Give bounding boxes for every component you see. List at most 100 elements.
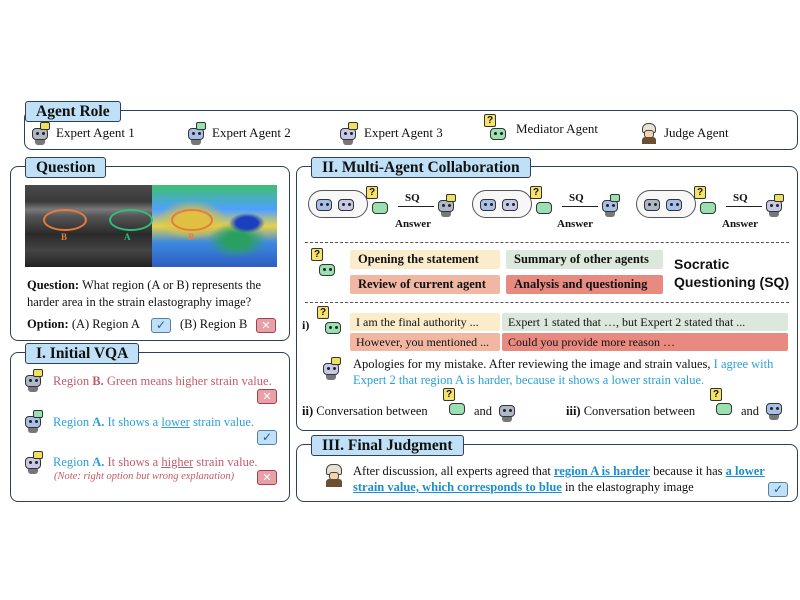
answer-keyword: higher [161,455,194,469]
option-label: Option: [27,317,69,331]
apology-text: Apologies for my mistake. After reviewin… [353,357,711,371]
expert-apology: Apologies for my mistake. After reviewin… [353,356,789,388]
conv-more-reason: Could you provide more reason … [502,333,788,351]
role-expert-2: Expert Agent 2 [186,122,291,145]
mediator-agent-icon: ? [710,388,738,422]
sq-title-line1: Socratic [674,256,730,272]
answer-keyword: lower [161,415,190,429]
answer-rest: strain value. [193,455,258,469]
judge-agent-icon [638,122,660,144]
expert-agent-2-icon [764,397,786,420]
role-label: Expert Agent 2 [212,125,291,140]
sq-review-current-agent: Review of current agent [350,275,500,294]
sq-title: Socratic Questioning (SQ) [674,255,789,291]
final-text-1: After discussion, all experts agreed tha… [353,464,554,478]
strain-elastography-map [152,185,277,267]
collaboration-title: II. Multi-Agent Collaboration [311,157,531,178]
final-text-2: because it has [649,464,726,478]
role-label: Mediator Agent [516,121,598,136]
answer-prefix: Region [53,415,93,429]
iii-and: and [741,404,760,418]
answer-region: A. [92,455,105,469]
vqa-answer-3: Region A. It shows a higher strain value… [53,455,258,470]
expert-agent-1-icon [478,193,500,215]
final-text-3: in the elastography image [561,480,694,494]
sq-opening-statement: Opening the statement [350,250,500,269]
sq-label: SQ [569,192,584,204]
final-highlight-1: region A is harder [553,464,650,478]
sq-label: SQ [405,192,420,204]
option-a-check-icon: ✓ [151,318,171,333]
expert-agent-2-icon [600,194,622,217]
answer-rest: Green means higher strain value. [103,374,272,388]
region-b-label-map: B [188,232,195,242]
agreement-text: I agree with Expert 2 that region A is h… [353,357,774,387]
answer-label: Answer [722,218,759,230]
iii-line: iii) Conversation between [566,404,695,419]
expert-agent-3-icon [338,122,360,145]
conv-expert-comparison: Expert 1 stated that …, but Expert 2 sta… [502,313,788,331]
role-label: Expert Agent 1 [56,125,135,140]
expert-agent-1-icon [314,193,336,215]
question-label: Question: [27,278,80,292]
expert-agent-2-icon [23,410,47,434]
elastography-image: B A B [25,185,277,267]
sq-analysis-questioning: Analysis and questioning [506,275,663,294]
answer-mid: It shows a [104,455,162,469]
mediator-agent-icon: ? [366,186,394,222]
expert-agent-3-icon [764,194,786,217]
role-expert-1: Expert Agent 1 [30,122,135,145]
mediator-agent-icon: ? [694,186,722,222]
divider [305,302,789,303]
iii-label: iii) [566,404,581,418]
option-b-cross-icon: ✕ [256,318,276,333]
answer-region: B. [92,374,104,388]
expert-agent-2-icon [664,193,686,215]
expert-agent-2-icon [336,193,358,215]
role-mediator: ? Mediator Agent [484,114,598,144]
role-judge: Judge Agent [638,122,729,144]
initial-vqa-panel [10,352,290,502]
expert-agent-1-icon [436,194,458,217]
answer-3-cross-icon: ✕ [257,470,277,485]
final-highlight-2: a lower strain value, which corresponds … [353,464,765,494]
expert-agent-3-icon [321,357,345,381]
agent-role-title: Agent Role [25,101,121,122]
answer-mid: It shows a [104,415,162,429]
region-a-label: A [124,232,131,242]
region-b-outline [43,209,87,231]
answer-label: Answer [557,218,594,230]
question-body: What region (A or B) represents the hard… [27,278,262,309]
expert-agent-2-icon [186,122,208,145]
answer-1-cross-icon: ✕ [257,389,277,404]
region-b-outline-map [171,209,213,231]
ii-line: ii) Conversation between [302,404,428,419]
answer-label: Answer [395,218,432,230]
expert-agent-1-icon [497,399,519,422]
arrow [398,206,434,207]
expert-agent-1-icon [642,193,664,215]
region-b-label: B [61,232,68,242]
initial-vqa-title: I. Initial VQA [25,343,140,364]
role-expert-3: Expert Agent 3 [338,122,443,145]
expert-agent-1-icon [30,122,52,145]
options-line: Option: (A) Region A [27,317,140,332]
mediator-agent-icon: ? [443,388,471,422]
conv-authority: I am the final authority ... [350,313,500,331]
region-a-outline [109,209,153,231]
final-text: After discussion, all experts agreed tha… [353,463,789,495]
mediator-agent-icon: ? [530,186,558,222]
final-check-icon: ✓ [768,482,788,497]
answer-2-check-icon: ✓ [257,430,277,445]
ii-text: Conversation between [316,404,428,418]
arrow [726,206,762,207]
vqa-answer-1: Region B. Green means higher strain valu… [53,374,272,389]
expert-agent-3-icon [500,193,522,215]
arrow [562,206,598,207]
answer-region: A. [92,415,105,429]
agent-role-panel [24,110,798,150]
mediator-agent-icon: ? [311,248,341,286]
question-title: Question [25,157,107,178]
answer-prefix: Region [53,455,93,469]
judge-agent-icon [322,463,346,487]
